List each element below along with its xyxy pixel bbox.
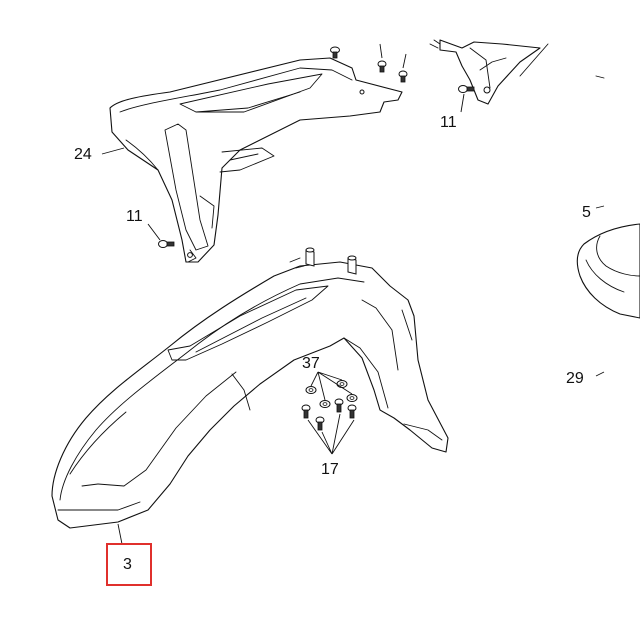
callout-24[interactable]: 24 <box>74 146 92 163</box>
callout-11-lower[interactable]: 11 <box>126 208 143 225</box>
callout-17[interactable]: 17 <box>321 461 339 478</box>
callout-37[interactable]: 37 <box>302 355 320 372</box>
screw-icon-upper-11[interactable] <box>458 85 475 93</box>
callout-3[interactable]: 3 <box>123 556 132 573</box>
shroud-part-24[interactable] <box>109 57 403 263</box>
bolt-icons-17[interactable] <box>301 398 357 431</box>
washer-icons-37[interactable] <box>305 380 358 408</box>
callout-3-highlight-box <box>106 543 152 586</box>
top-screws-icon <box>330 43 408 83</box>
side-cover-partial <box>576 223 640 319</box>
front-fender-part-3[interactable] <box>51 247 449 529</box>
upper-bracket-part <box>429 39 605 105</box>
leader-lines <box>101 93 605 545</box>
screw-icon-lower-11[interactable] <box>158 240 175 248</box>
callout-29[interactable]: 29 <box>566 370 584 387</box>
callout-11-upper[interactable]: 11 <box>440 114 457 131</box>
callout-5[interactable]: 5 <box>582 204 591 221</box>
